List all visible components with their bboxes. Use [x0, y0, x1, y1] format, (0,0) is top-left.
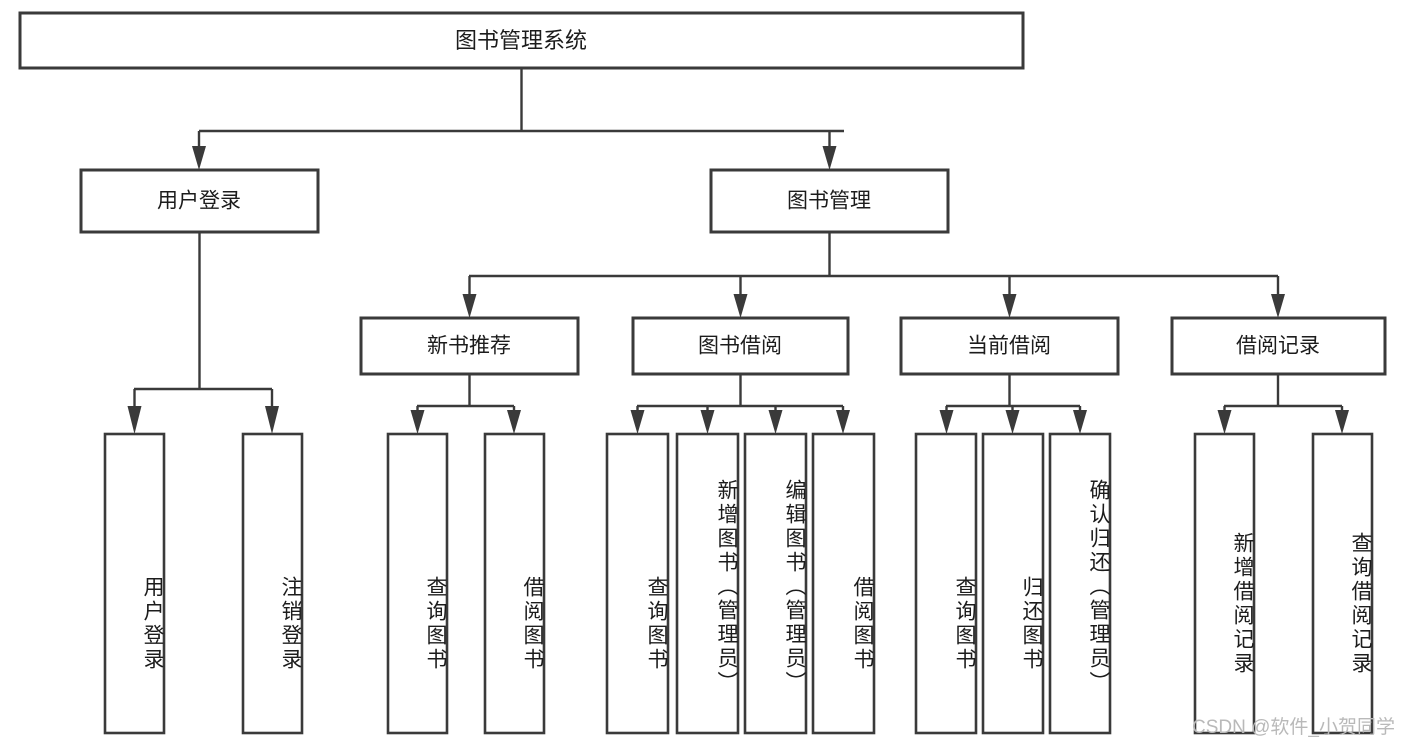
node-borrow-record-label: 借阅记录: [1236, 335, 1320, 358]
node-book-management-label: 图书管理: [787, 190, 871, 213]
node-book-borrow[interactable]: 图书借阅: [631, 316, 850, 376]
leaf-query-book-1-box[interactable]: [386, 432, 449, 735]
node-root[interactable]: 图书管理系统: [18, 11, 1025, 70]
node-borrow-record-box[interactable]: [1170, 316, 1387, 376]
leaf-query-book-2-box[interactable]: [605, 432, 670, 735]
node-new-book-recommend-label: 新书推荐: [427, 335, 511, 358]
node-book-management-box[interactable]: [709, 168, 950, 234]
leaf-add-record-box[interactable]: [1193, 432, 1256, 735]
connector-currentborrow-to-leaves: [939, 374, 1087, 434]
node-book-borrow-box[interactable]: [631, 316, 850, 376]
node-user-login-label: 用户登录: [157, 190, 241, 213]
leaf-logout-box[interactable]: [241, 432, 304, 735]
arrow-head-icon: [192, 146, 206, 170]
node-user-login[interactable]: 用户登录: [79, 168, 320, 234]
connector-userlogin-to-leaves: [127, 232, 279, 434]
node-root-label: 图书管理系统: [455, 28, 587, 53]
node-user-login-box[interactable]: [79, 168, 320, 234]
arrow-head-icon: [1002, 294, 1017, 318]
arrow-head-icon: [822, 146, 837, 170]
connector-newbook-to-leaves: [410, 374, 521, 434]
arrow-head-icon: [1073, 410, 1087, 434]
node-book-borrow-label: 图书借阅: [698, 335, 782, 358]
node-book-management[interactable]: 图书管理: [709, 168, 950, 234]
arrow-head-icon: [507, 410, 521, 434]
node-new-book-recommend[interactable]: 新书推荐: [359, 316, 580, 376]
leaf-borrow-book-1-box[interactable]: [483, 432, 546, 735]
leaf-add-book-box[interactable]: [675, 432, 740, 735]
arrow-head-icon: [462, 294, 477, 318]
arrow-head-icon: [836, 410, 850, 434]
connector-bookmgmt-to-level3: [462, 232, 1285, 318]
connector-borrowrecord-to-leaves: [1217, 374, 1349, 434]
arrow-head-icon: [1005, 410, 1020, 434]
leaf-edit-book-box[interactable]: [743, 432, 808, 735]
node-borrow-record[interactable]: 借阅记录: [1170, 316, 1387, 376]
arrow-head-icon: [700, 410, 715, 434]
arrow-head-icon: [265, 406, 279, 434]
arrow-head-icon: [733, 294, 748, 318]
connector-bookborrow-to-leaves: [630, 374, 850, 434]
leaf-user-login-box[interactable]: [103, 432, 166, 735]
arrow-head-icon: [1271, 294, 1285, 318]
arrow-head-icon: [768, 410, 783, 434]
watermark-text: CSDN @软件_小贺同学: [1192, 717, 1395, 738]
leaf-borrow-book-2-box[interactable]: [811, 432, 876, 735]
arrow-head-icon: [630, 410, 645, 434]
node-current-borrow[interactable]: 当前借阅: [899, 316, 1120, 376]
arrow-head-icon: [1217, 410, 1232, 434]
leaf-query-record-box[interactable]: [1311, 432, 1374, 735]
arrow-head-icon: [939, 410, 954, 434]
leaf-query-book-3-box[interactable]: [914, 432, 978, 735]
arrow-head-icon: [127, 406, 142, 434]
node-new-book-recommend-box[interactable]: [359, 316, 580, 376]
leaf-return-book-box[interactable]: [981, 432, 1045, 735]
leaf-confirm-return-box[interactable]: [1048, 432, 1112, 735]
connector-root-to-level2: [192, 68, 844, 170]
arrow-head-icon: [410, 410, 425, 434]
leaf-boxes: [103, 432, 1374, 735]
node-root-box[interactable]: [18, 11, 1025, 70]
node-current-borrow-box[interactable]: [899, 316, 1120, 376]
node-current-borrow-label: 当前借阅: [967, 335, 1051, 358]
arrow-head-icon: [1335, 410, 1349, 434]
